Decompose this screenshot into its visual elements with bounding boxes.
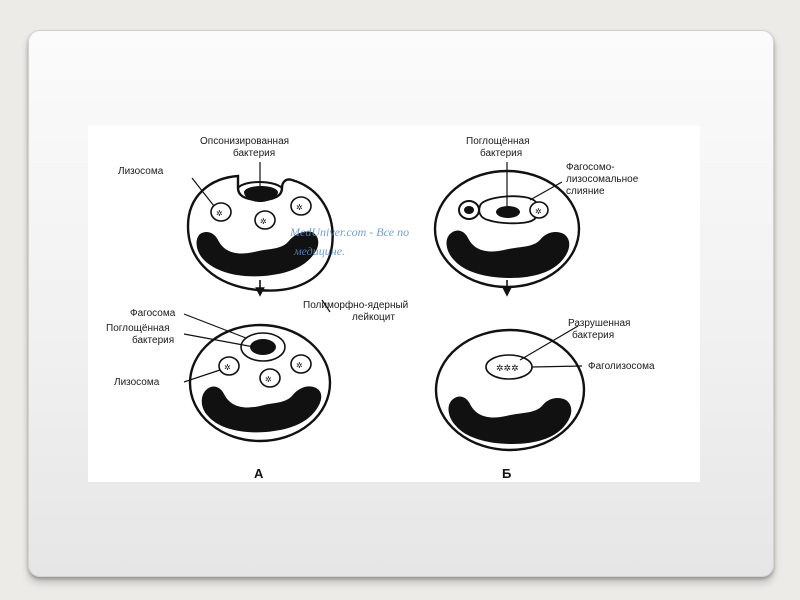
nucleus-b-bottom — [448, 396, 572, 444]
lysosome-a4 — [218, 356, 240, 376]
nucleus-b-top — [446, 230, 570, 278]
watermark-line-1: MedUniver.com - Все по — [289, 225, 409, 239]
panel-letter-b: Б — [502, 466, 511, 481]
phagocytosis-figure: ✲ ✲ ✲ ✲ ✲ ✲ — [88, 126, 700, 482]
svg-text:✲: ✲ — [535, 207, 542, 216]
svg-text:✲: ✲ — [216, 209, 223, 218]
lysosome-a6 — [290, 354, 312, 374]
lysosome-a2 — [254, 210, 276, 230]
watermark-line-2: медицине. — [293, 244, 345, 258]
cell-b-bottom: ✲✲✲ — [434, 328, 586, 452]
cell-a-top: ✲ ✲ ✲ — [186, 174, 334, 292]
label-fusion-2: лизосомальное — [566, 174, 639, 185]
destroyed-bacterium-fragments: ✲✲✲ — [496, 363, 519, 373]
cell-b-top: ✲ — [433, 169, 581, 289]
label-engulfed-bacterium-bottom-1: Поглощённая — [106, 323, 170, 334]
svg-text:✲: ✲ — [296, 361, 303, 370]
label-pmn-leukocyte-1: Полиморфно-ядерный — [303, 299, 408, 311]
label-phagosome: Фагосома — [130, 308, 176, 319]
engulfed-bacterium-b-top — [496, 206, 520, 218]
lysosome-a5 — [259, 368, 281, 388]
label-fusion-3: слияние — [566, 186, 605, 197]
nucleus-a-bottom — [201, 386, 322, 433]
label-lysosome-bottom: Лизосома — [114, 377, 160, 388]
label-engulfed-bacterium-bottom-2: бактерия — [132, 334, 174, 346]
panel-letter-a: А — [254, 466, 264, 481]
engulfed-bacterium-a — [250, 339, 276, 355]
label-phagolysosome: Фаголизосома — [588, 361, 655, 372]
label-destroyed-bacterium-2: бактерия — [572, 329, 614, 341]
lysosome-a3 — [290, 196, 312, 216]
label-opsonized-bacterium-2: бактерия — [233, 147, 275, 159]
pointer-lines — [183, 162, 583, 383]
svg-text:✲: ✲ — [260, 217, 267, 226]
svg-text:✲: ✲ — [265, 375, 272, 384]
label-engulfed-bacterium-top-2: бактерия — [480, 147, 522, 159]
cell-a-bottom: ✲ ✲ ✲ — [188, 323, 332, 443]
label-engulfed-bacterium-top-1: Поглощённая — [466, 136, 530, 147]
svg-text:✲: ✲ — [224, 363, 231, 372]
lysosome-a1 — [210, 202, 232, 222]
label-pmn-leukocyte-2: лейкоцит — [352, 312, 395, 323]
label-opsonized-bacterium-1: Опсонизированная — [200, 136, 289, 147]
cell-a-top-pocket — [237, 181, 283, 189]
nucleus-a-top — [196, 231, 319, 277]
opsonized-bacterium — [244, 186, 278, 202]
phagocytosis-diagram: ✲ ✲ ✲ ✲ ✲ ✲ — [106, 136, 655, 481]
label-fusion-1: Фагосомо- — [566, 162, 615, 173]
lysosome-b2 — [529, 201, 549, 219]
svg-text:✲: ✲ — [296, 203, 303, 212]
label-destroyed-bacterium-1: Разрушенная — [568, 318, 630, 329]
label-lysosome-top: Лизосома — [118, 166, 164, 177]
